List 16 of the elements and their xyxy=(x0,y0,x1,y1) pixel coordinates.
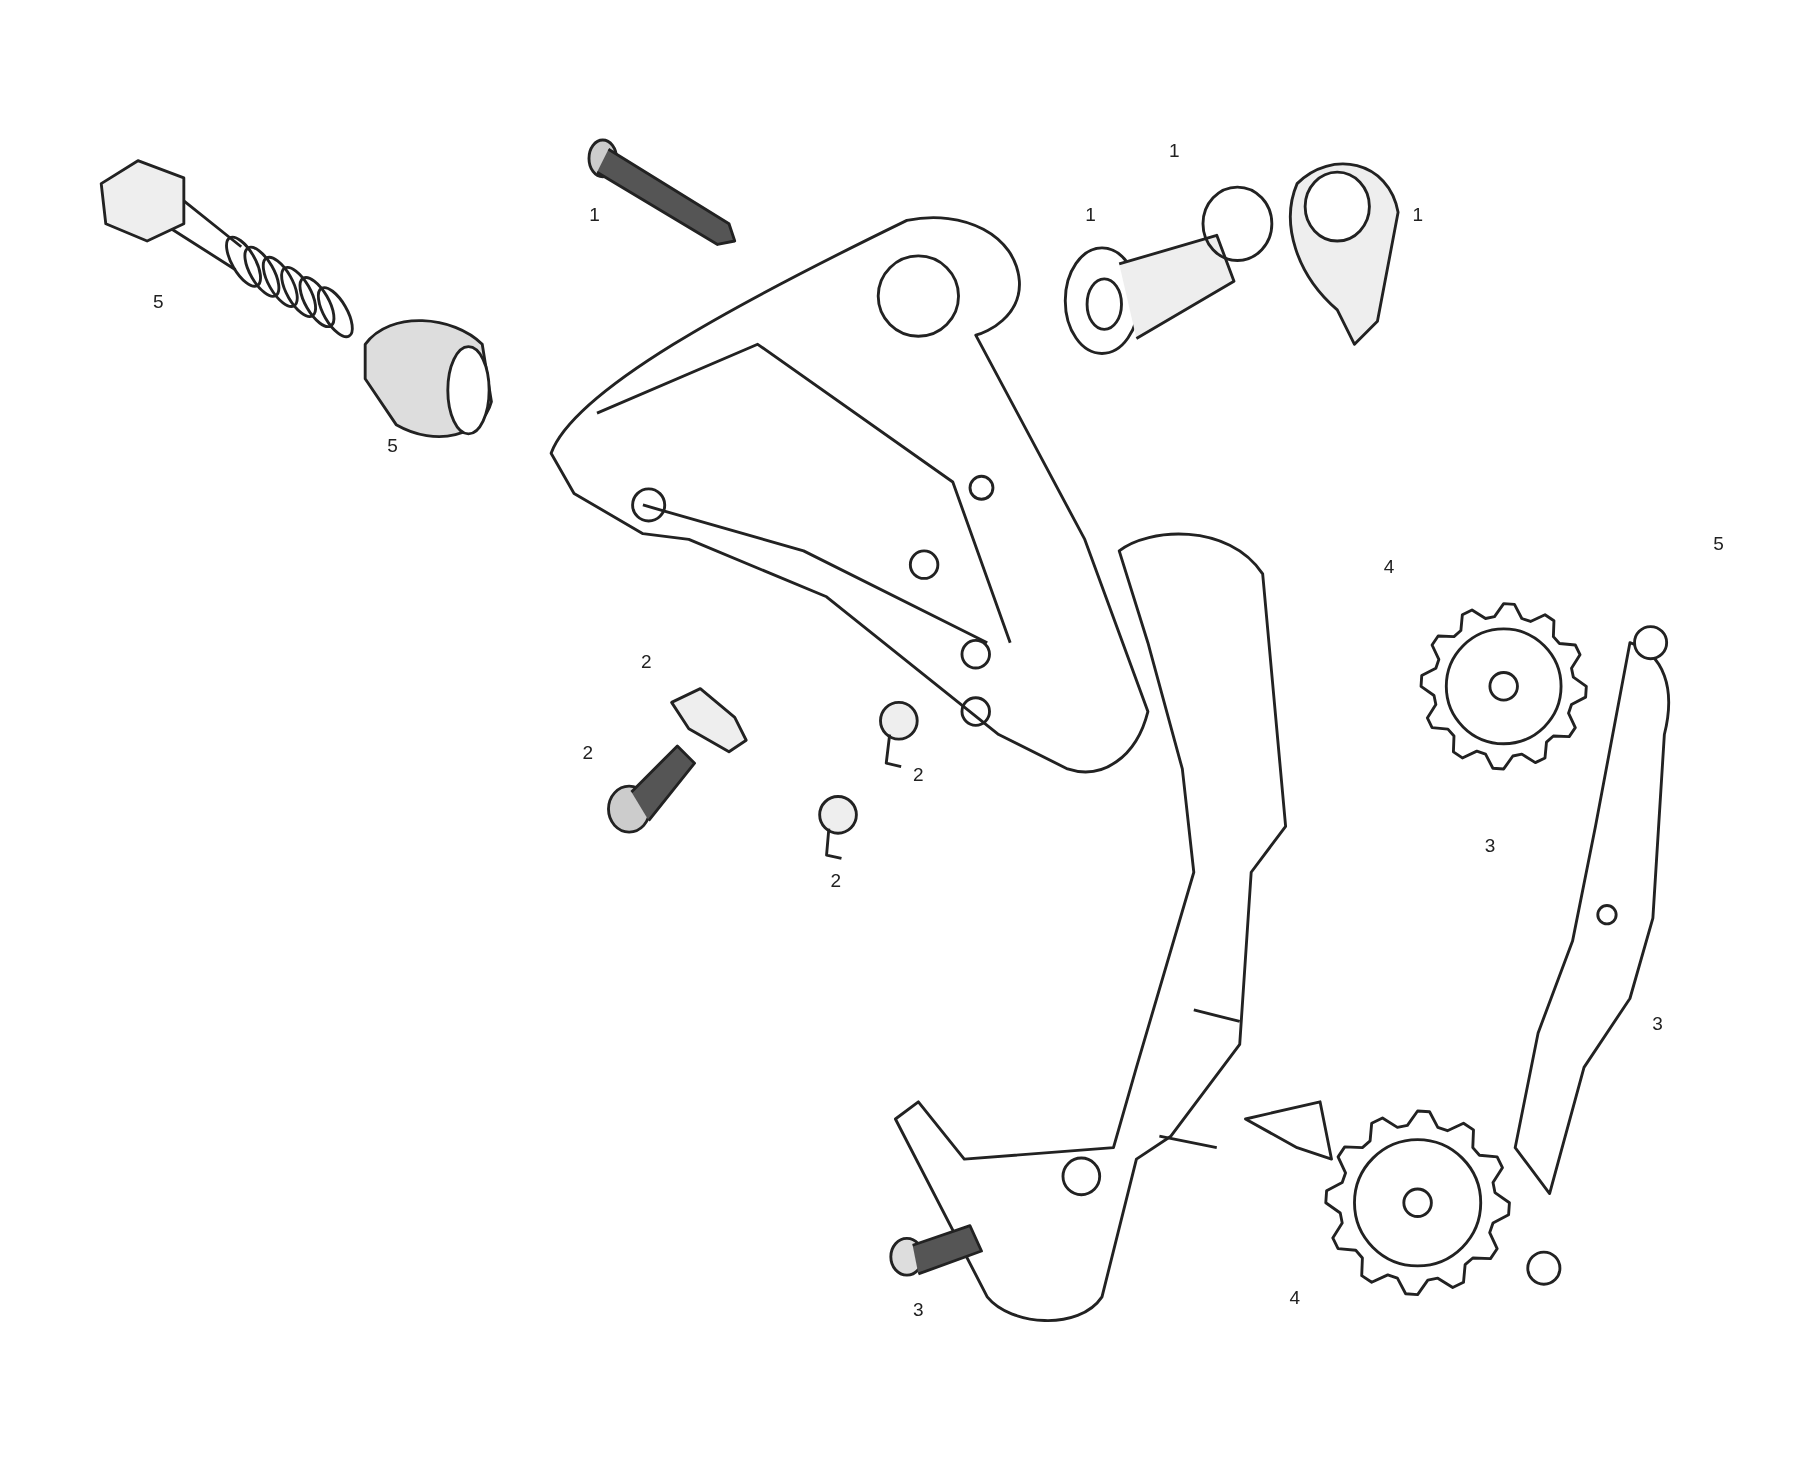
callout-number: 3 xyxy=(1484,835,1496,855)
callout-number: 2 xyxy=(830,871,841,890)
callout-number: 4 xyxy=(1383,556,1395,576)
callout-number: 3 xyxy=(913,1299,924,1319)
callout-number: 5 xyxy=(153,291,164,311)
callout-number: 5 xyxy=(1713,533,1724,553)
callout-number: 2 xyxy=(913,764,924,784)
callout-number: 1 xyxy=(1169,140,1180,160)
callout-number: 1 xyxy=(589,204,600,223)
callout-number: 3 xyxy=(1652,1013,1663,1033)
callout-number: 1 xyxy=(1412,204,1423,223)
callout-number: 4 xyxy=(1289,1287,1301,1307)
callout-number: 2 xyxy=(582,742,594,762)
callout-number: 2 xyxy=(641,651,652,671)
callout-number: 5 xyxy=(387,435,398,455)
callout-number: 1 xyxy=(1085,204,1096,223)
